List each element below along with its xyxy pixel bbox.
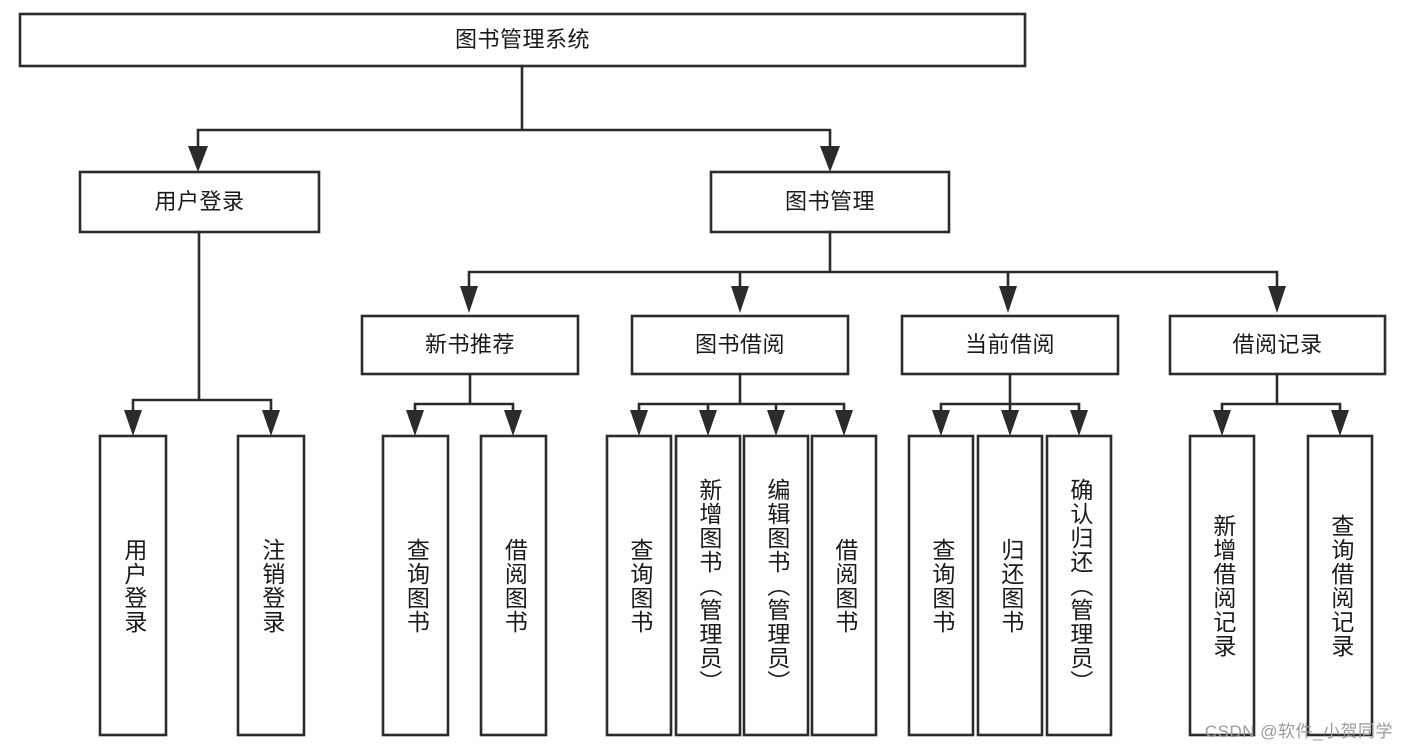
node-box-leaf-user-login[interactable] <box>98 434 168 737</box>
node-box-leaf-borrow-book-2[interactable] <box>810 434 878 737</box>
node-box-book-borrow[interactable] <box>630 314 850 376</box>
arrow-head-leaf-user-logout <box>262 410 280 436</box>
arrow-head-leaf-query-book-1 <box>406 410 424 436</box>
connector-root-to-level2 <box>196 64 832 150</box>
node-box-borrow-record[interactable] <box>1168 314 1387 376</box>
node-box-leaf-query-record[interactable] <box>1306 434 1374 737</box>
node-box-leaf-return-book[interactable] <box>976 434 1044 737</box>
node-box-leaf-query-book-3[interactable] <box>907 434 975 737</box>
arrow-head-leaf-borrow-book-2 <box>835 410 853 436</box>
arrow-head-leaf-query-book-3 <box>932 410 950 436</box>
arrow-head-leaf-borrow-book-1 <box>504 410 522 436</box>
arrow-head-book-borrow <box>731 286 749 313</box>
arrow-head-leaf-return-book <box>1001 410 1019 436</box>
arrow-head-new-book-recommend <box>460 286 478 313</box>
node-box-user-login[interactable] <box>78 170 321 234</box>
arrow-head-current-borrow <box>999 286 1017 313</box>
arrow-head-user-login <box>188 146 208 172</box>
arrow-head-leaf-query-record <box>1331 410 1349 436</box>
connector-borrow-record-to-leaves <box>1220 372 1342 414</box>
connector-current-borrow-to-leaves <box>939 372 1081 414</box>
arrow-head-leaf-edit-book <box>767 410 785 436</box>
csdn-watermark: CSDN @软件_小贺同学 <box>1204 722 1393 741</box>
node-box-root[interactable] <box>18 12 1027 68</box>
node-box-book-management[interactable] <box>709 170 951 234</box>
node-box-leaf-confirm-return[interactable] <box>1045 434 1113 737</box>
arrow-head-borrow-record <box>1268 286 1286 313</box>
node-box-leaf-user-logout[interactable] <box>236 434 306 737</box>
connector-user-login-to-leaves <box>131 230 273 414</box>
connector-book-management-to-level3 <box>467 230 1279 290</box>
node-box-leaf-query-book-2[interactable] <box>605 434 673 737</box>
arrow-head-leaf-query-book-2 <box>630 410 648 436</box>
node-box-leaf-add-record[interactable] <box>1188 434 1256 737</box>
arrow-head-leaf-add-book <box>699 410 717 436</box>
node-box-leaf-edit-book[interactable] <box>742 434 810 737</box>
connector-new-book-recommend-to-leaves <box>413 372 515 414</box>
arrow-head-leaf-confirm-return <box>1070 410 1088 436</box>
arrow-head-leaf-user-login <box>124 410 142 436</box>
node-box-current-borrow[interactable] <box>900 314 1120 376</box>
node-box-leaf-add-book[interactable] <box>674 434 742 737</box>
arrow-head-leaf-add-record <box>1213 410 1231 436</box>
node-box-leaf-borrow-book-1[interactable] <box>479 434 548 737</box>
node-box-new-book-recommend[interactable] <box>360 314 580 376</box>
arrow-head-book-management <box>820 146 840 172</box>
connector-book-borrow-to-leaves <box>637 372 846 414</box>
node-box-leaf-query-book-1[interactable] <box>381 434 450 737</box>
